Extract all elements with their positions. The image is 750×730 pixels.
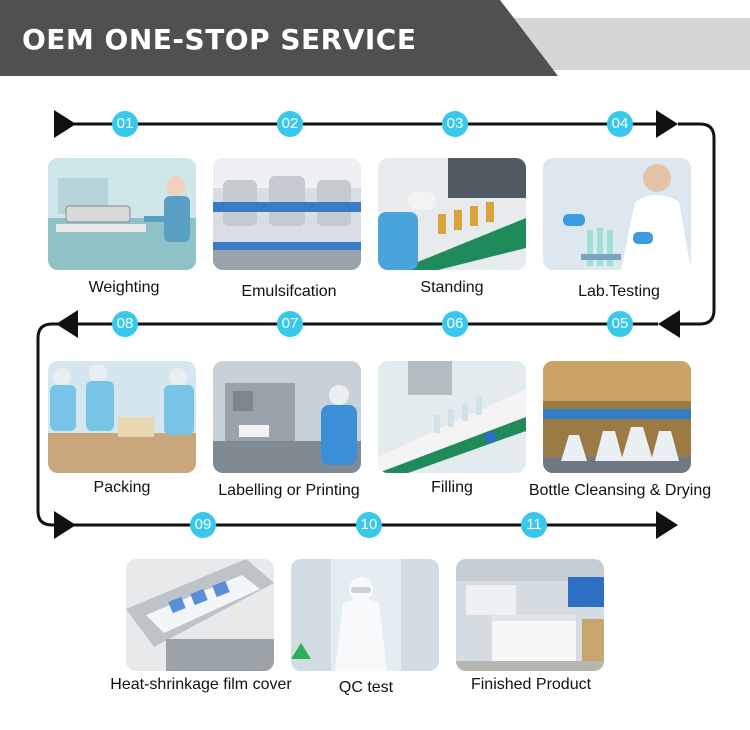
packing-photo (48, 361, 196, 473)
qc-test-photo (291, 559, 439, 671)
step-label-04: Lab.Testing (578, 283, 660, 300)
step-label-02: Emulsifcation (241, 283, 337, 300)
step-label-07: Labelling or Printing (218, 482, 360, 499)
step-label-08: Packing (93, 479, 151, 496)
heat-shrink-photo (126, 559, 274, 671)
labelling-photo (213, 361, 361, 473)
filling-photo (378, 361, 526, 473)
arrow-right-icon (656, 511, 678, 539)
step-badge-09: 09 (190, 512, 216, 538)
step-badge-01: 01 (112, 111, 138, 137)
page-title: OEM ONE-STOP SERVICE (22, 23, 417, 56)
emulsification-photo (213, 158, 361, 270)
step-label-01: Weighting (88, 279, 160, 296)
lab-testing-photo (543, 158, 691, 270)
step-badge-05: 05 (607, 311, 633, 337)
step-label-03: Standing (420, 279, 484, 296)
weighting-photo (48, 158, 196, 270)
arrow-start-icon (54, 511, 76, 539)
step-badge-02: 02 (277, 111, 303, 137)
step-badge-10: 10 (356, 512, 382, 538)
step-badge-03: 03 (442, 111, 468, 137)
arrow-right-icon (656, 110, 678, 138)
step-badge-06: 06 (442, 311, 468, 337)
bottle-cleansing-photo (543, 361, 691, 473)
step-label-09: Heat-shrinkage film cover (110, 676, 292, 693)
finished-product-photo (456, 559, 604, 671)
standing-photo (378, 158, 526, 270)
step-label-10: QC test (338, 679, 394, 696)
arrow-left-icon (56, 310, 78, 338)
step-badge-07: 07 (277, 311, 303, 337)
step-badge-11: 11 (521, 512, 547, 538)
step-badge-08: 08 (112, 311, 138, 337)
header-banner (0, 0, 750, 76)
step-badge-04: 04 (607, 111, 633, 137)
step-label-11: Finished Product (470, 676, 592, 693)
arrow-start-icon (54, 110, 76, 138)
step-label-05: Bottle Cleansing & Drying (528, 482, 712, 499)
arrow-left-icon (658, 310, 680, 338)
step-label-06: Filling (431, 479, 473, 496)
